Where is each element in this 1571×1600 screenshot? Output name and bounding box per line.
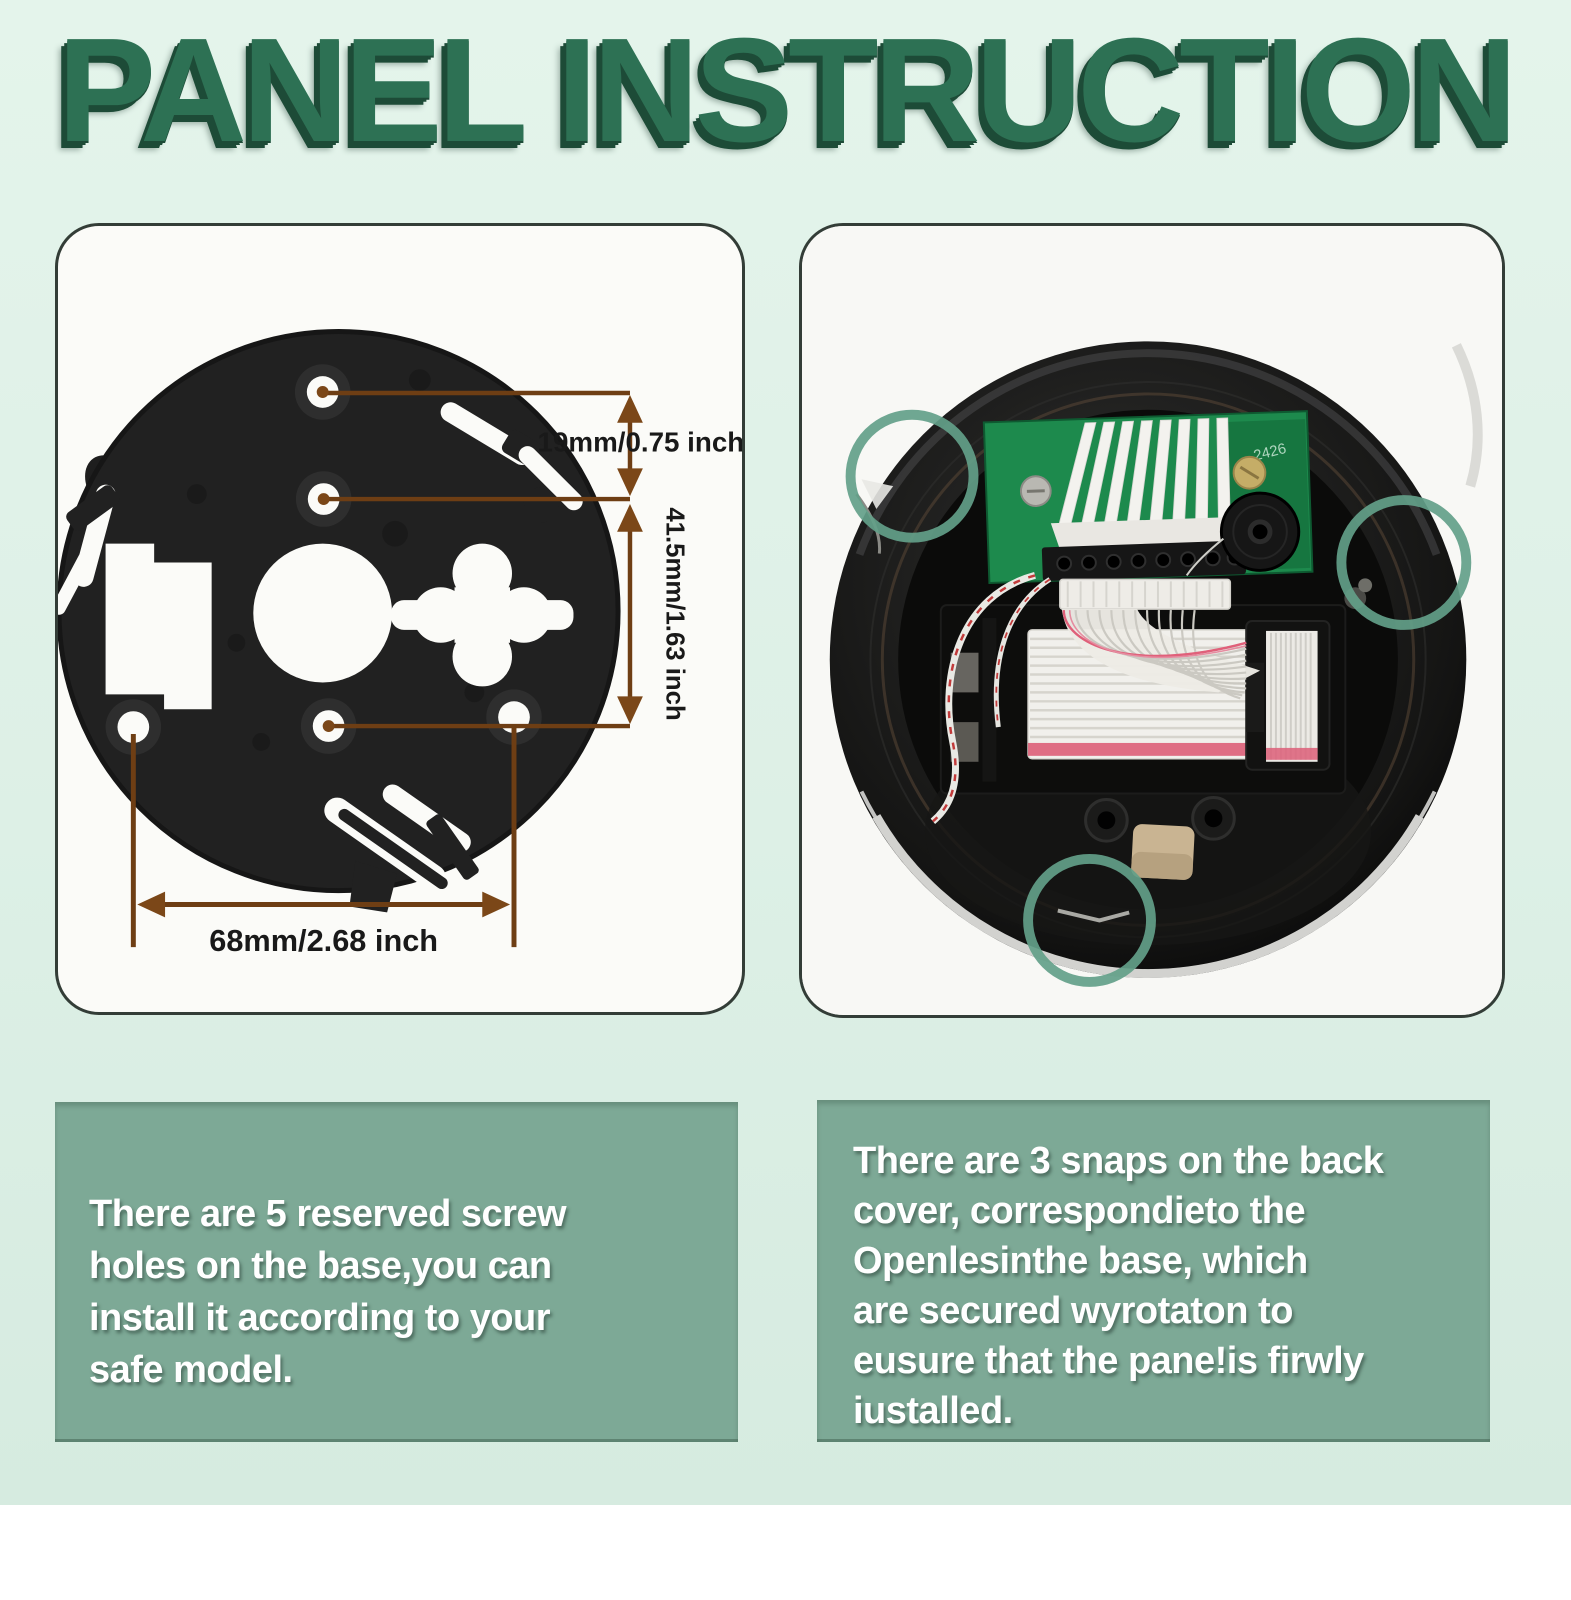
center-hole xyxy=(253,543,393,683)
caption-line: There are 5 reserved screw xyxy=(89,1193,567,1235)
snap-circle-bottom xyxy=(1023,853,1156,987)
dimension-arrowheads xyxy=(137,386,643,918)
caption-line: iustalled. xyxy=(853,1390,1013,1432)
page-title: PANEL INSTRUCTION xyxy=(57,8,1517,173)
dimension-annotations xyxy=(130,390,633,948)
back-cover-panel: 2426 xyxy=(799,223,1505,1018)
base-plate-diagram: 19mm/0.75 inch 41.5mm/1.63 inch 68mm/2.6… xyxy=(58,329,742,958)
base-plate xyxy=(58,329,621,913)
screw-bosses xyxy=(1084,795,1236,843)
ribbon-cable-fan xyxy=(1061,609,1261,700)
right-caption-box: There are 3 snaps on the back cover, cor… xyxy=(817,1100,1490,1442)
dim-label-small: 19mm/0.75 inch xyxy=(538,426,742,457)
left-caption-box: There are 5 reserved screw holes on the … xyxy=(55,1102,738,1442)
bottom-hooks xyxy=(324,784,479,913)
base-plate-panel: 19mm/0.75 inch 41.5mm/1.63 inch 68mm/2.6… xyxy=(55,223,745,1015)
back-cover-photo: 2426 xyxy=(802,226,1502,1015)
white-footer-band xyxy=(0,1505,1571,1600)
dim-label-width: 68mm/2.68 inch xyxy=(209,923,438,958)
caption-line: install it according to your xyxy=(89,1297,551,1339)
rect-cutout xyxy=(105,543,212,710)
clover-cutout xyxy=(391,543,574,687)
rim-slots xyxy=(58,402,583,615)
snap-circle-right xyxy=(1336,495,1472,630)
ribbon-connector xyxy=(1059,578,1232,610)
caption-line: Openlesinthe base, which xyxy=(853,1240,1308,1282)
caption-line: There are 3 snaps on the back xyxy=(853,1140,1384,1182)
caption-line: eusure that the pane!is firwly xyxy=(853,1340,1364,1382)
ribbon-clamp xyxy=(1245,620,1331,771)
dim-label-large: 41.5mm/1.63 inch xyxy=(661,507,689,720)
molding-marks xyxy=(186,369,485,751)
wires xyxy=(930,572,1052,824)
caption-line: holes on the base,you can xyxy=(89,1245,552,1287)
snap-highlight-circles xyxy=(845,409,1472,987)
caption-line: cover, correspondieto the xyxy=(853,1190,1306,1232)
buzzer xyxy=(1185,491,1301,576)
snap-circle-left xyxy=(845,409,979,543)
caption-line: are secured wyrotaton to xyxy=(853,1290,1293,1332)
pcb-marking: 2426 xyxy=(1252,441,1288,465)
latch-tab xyxy=(1131,824,1195,880)
caption-line: safe model. xyxy=(89,1349,293,1391)
